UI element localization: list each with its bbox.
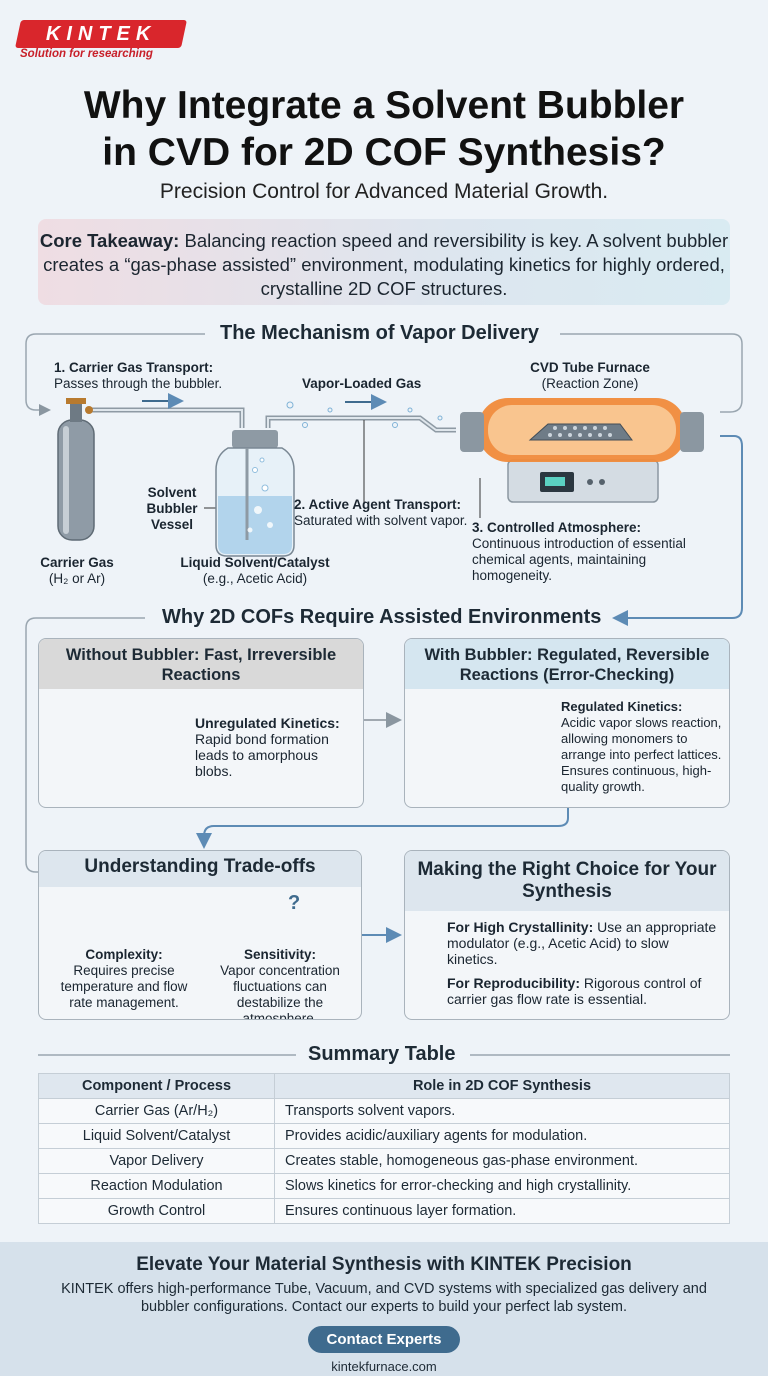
without-text: Rapid bond formation leads to amorphous …	[195, 731, 329, 779]
step1-label: 1. Carrier Gas Transport:Passes through …	[54, 360, 222, 392]
column-header-role: Role in 2D COF Synthesis	[274, 1073, 730, 1099]
choice-heading: Making the Right Choice for Your Synthes…	[405, 851, 729, 911]
title-line-1: Why Integrate a Solvent Bubbler	[83, 84, 685, 127]
summary-heading: Summary Table	[298, 1043, 466, 1066]
table-cell: Creates stable, homogeneous gas-phase en…	[274, 1148, 730, 1174]
page-title: Why Integrate a Solvent Bubbler in CVD f…	[0, 82, 768, 176]
step1-text: Passes through the bubbler.	[54, 376, 223, 391]
step1-title: 1. Carrier Gas Transport:	[54, 360, 214, 375]
without-body: Unregulated Kinetics:Rapid bond formatio…	[195, 715, 355, 779]
bubbler-l2: Bubbler	[146, 501, 198, 516]
furnace-title: CVD Tube Furnace	[530, 360, 650, 375]
table-cell: Transports solvent vapors.	[274, 1098, 730, 1124]
step3-text: Continuous introduction of essential che…	[472, 536, 686, 583]
table-cell: Vapor Delivery	[38, 1148, 275, 1174]
step2-text: Saturated with solvent vapor.	[294, 513, 468, 528]
takeaway-label: Core Takeaway:	[39, 230, 180, 251]
complexity-item: Complexity:Requires precise temperature …	[49, 947, 199, 1011]
solvent-title: Liquid Solvent/Catalyst	[180, 555, 330, 570]
table-cell: Reaction Modulation	[38, 1173, 275, 1199]
column-header-component: Component / Process	[38, 1073, 275, 1099]
sensitivity-item: Sensitivity:Vapor concentration fluctuat…	[203, 947, 357, 1020]
core-takeaway: Core Takeaway: Balancing reaction speed …	[38, 219, 730, 305]
with-body: Regulated Kinetics:Acidic vapor slows re…	[561, 699, 729, 795]
solvent-sub: (e.g., Acetic Acid)	[202, 571, 308, 586]
carrier-sub: (H₂ or Ar)	[48, 571, 106, 586]
sensitivity-title: Sensitivity:	[243, 947, 317, 962]
table-cell: Liquid Solvent/Catalyst	[38, 1123, 275, 1149]
tradeoffs-panel: Understanding Trade-offs Complexity:Requ…	[38, 850, 362, 1020]
summary-table: Component / Process Role in 2D COF Synth…	[38, 1073, 730, 1224]
with-title: Regulated Kinetics:	[561, 699, 683, 714]
carrier-gas-label: Carrier Gas(H₂ or Ar)	[22, 555, 132, 587]
footer-text: KINTEK offers high-performance Tube, Vac…	[61, 1281, 707, 1315]
table-cell: Carrier Gas (Ar/H₂)	[38, 1098, 275, 1124]
footer: Elevate Your Material Synthesis with KIN…	[0, 1242, 768, 1376]
with-text: Acidic vapor slows reaction, allowing mo…	[561, 715, 722, 794]
without-head: Without Bubbler: Fast, Irreversible Reac…	[39, 639, 363, 689]
complexity-title: Complexity:	[85, 947, 163, 962]
choice-item-2: For Reproducibility: Rigorous control of…	[447, 975, 721, 1007]
choice-item2-text: Rigorous control of carrier gas flow rat…	[447, 975, 702, 1007]
contact-experts-button[interactable]: Contact Experts	[308, 1326, 460, 1353]
table-cell: Provides acidic/auxiliary agents for mod…	[274, 1123, 730, 1149]
choice-item1-title: For High Crystallinity:	[447, 919, 594, 935]
with-bubbler-panel: With Bubbler: Regulated, Reversible Reac…	[404, 638, 730, 808]
furnace-label: CVD Tube Furnace(Reaction Zone)	[520, 360, 660, 392]
mechanism-heading: The Mechanism of Vapor Delivery	[210, 322, 549, 345]
sensitivity-text: Vapor concentration fluctuations can des…	[220, 963, 340, 1020]
tradeoffs-heading: Understanding Trade-offs	[39, 851, 361, 887]
vapor-loaded-label: Vapor-Loaded Gas	[302, 376, 422, 391]
without-title: Unregulated Kinetics:	[195, 715, 340, 731]
choice-item-1: For High Crystallinity: Use an appropria…	[447, 919, 721, 967]
complexity-text: Requires precise temperature and flow ra…	[60, 963, 188, 1010]
page-subtitle: Precision Control for Advanced Material …	[159, 180, 609, 203]
footer-url[interactable]: kintekfurnace.com	[331, 1359, 437, 1374]
title-line-2: in CVD for 2D COF Synthesis?	[102, 131, 666, 174]
step2-label: 2. Active Agent Transport:Saturated with…	[294, 497, 470, 529]
choice-item2-title: For Reproducibility:	[447, 975, 580, 991]
bubbler-l3: Vessel	[150, 517, 194, 532]
choice-item1-text: Use an appropriate modulator (e.g., Acet…	[447, 919, 717, 967]
choice-panel: Making the Right Choice for Your Synthes…	[404, 850, 730, 1020]
takeaway-text: Balancing reaction speed and reversibili…	[43, 230, 729, 299]
table-row: Carrier Gas (Ar/H₂)Transports solvent va…	[38, 1098, 730, 1124]
solvent-label: Liquid Solvent/Catalyst(e.g., Acetic Aci…	[166, 555, 344, 587]
furnace-sub: (Reaction Zone)	[541, 376, 639, 391]
question-icon: ?	[288, 892, 301, 914]
step3-title: 3. Controlled Atmosphere:	[472, 520, 642, 535]
table-cell: Ensures continuous layer formation.	[274, 1198, 730, 1224]
table-cell: Slows kinetics for error-checking and hi…	[274, 1173, 730, 1199]
with-head: With Bubbler: Regulated, Reversible Reac…	[405, 639, 729, 689]
step2-title: 2. Active Agent Transport:	[294, 497, 462, 512]
step3-label: 3. Controlled Atmosphere:Continuous intr…	[472, 520, 712, 584]
without-bubbler-panel: Without Bubbler: Fast, Irreversible Reac…	[38, 638, 364, 808]
brand-tagline: Solution for researching	[20, 48, 153, 60]
table-cell: Growth Control	[38, 1198, 275, 1224]
footer-heading: Elevate Your Material Synthesis with KIN…	[136, 1254, 632, 1275]
why-heading: Why 2D COFs Require Assisted Environment…	[152, 606, 612, 629]
carrier-title: Carrier Gas	[40, 555, 114, 570]
bubbler-l1: Solvent	[147, 485, 197, 500]
